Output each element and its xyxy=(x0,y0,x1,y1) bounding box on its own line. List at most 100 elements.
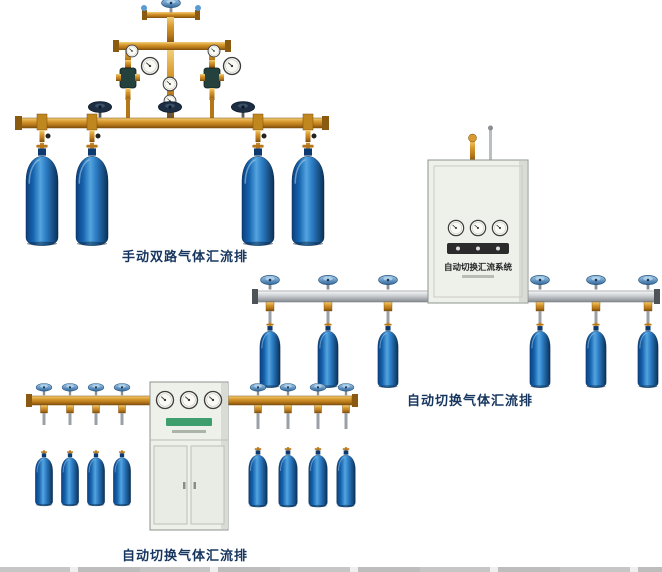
cabinet-side-shade xyxy=(519,161,527,302)
header-pipe xyxy=(118,42,226,50)
pipe-end-cap xyxy=(225,40,231,52)
hex-fitting xyxy=(118,404,126,414)
pipe-end-cap xyxy=(142,10,147,20)
drop-pipe xyxy=(89,130,95,142)
product-auto-switch-floor-manifold xyxy=(26,381,358,531)
drop-pipe xyxy=(255,130,261,142)
pressure-regulator xyxy=(115,59,141,101)
hex-fitting xyxy=(314,404,322,414)
valve-knob xyxy=(61,383,79,396)
cabinet-label-line xyxy=(172,430,206,433)
cabinet-door-right xyxy=(190,445,225,525)
pressure-gauge xyxy=(155,390,175,410)
pressure-gauge xyxy=(207,44,221,58)
gas-cylinder xyxy=(637,322,659,388)
indicator-knob xyxy=(456,246,460,251)
gas-cylinder xyxy=(335,446,357,508)
drop-pipe xyxy=(646,311,650,324)
drop-pipe xyxy=(120,413,124,425)
cabinet-top-pipe xyxy=(489,130,492,162)
pressure-gauge xyxy=(222,56,242,76)
gas-cylinder xyxy=(34,449,54,507)
drop-pipe xyxy=(125,50,131,64)
pipe-end-cap xyxy=(195,10,200,20)
gas-cylinder xyxy=(529,322,551,388)
cabinet-panel-border xyxy=(433,165,523,298)
pipe-end-cap xyxy=(252,289,258,304)
valve-knob xyxy=(249,383,267,396)
hex-fitting xyxy=(383,301,393,312)
drop-pipe xyxy=(268,311,272,324)
main-manifold-pipe xyxy=(19,117,325,129)
pipe-end-cap xyxy=(26,394,32,407)
connector-pipe xyxy=(210,98,214,118)
hex-fitting xyxy=(323,301,333,312)
valve-knob xyxy=(309,383,327,396)
hex-fitting xyxy=(591,301,601,312)
pressure-gauge xyxy=(203,390,223,410)
hex-fitting xyxy=(302,113,314,131)
cabinet-door-left xyxy=(153,445,188,525)
pipe-end-cap xyxy=(15,116,22,130)
hex-fitting xyxy=(643,301,653,312)
indicator-knob xyxy=(476,246,480,251)
hex-fitting xyxy=(66,404,74,414)
drop-pipe xyxy=(344,413,348,429)
drop-pipe xyxy=(94,413,98,425)
pipe-end-cap xyxy=(654,289,660,304)
page-bottom-strip xyxy=(0,567,662,572)
hex-fitting xyxy=(342,404,350,414)
drop-pipe xyxy=(305,130,311,142)
gas-cylinder xyxy=(25,142,59,246)
valve-handwheel xyxy=(157,101,183,118)
valve-knob xyxy=(337,383,355,396)
riser-pipe xyxy=(167,17,174,44)
cabinet-green-label xyxy=(166,418,212,426)
valve-knob xyxy=(161,0,181,13)
pipe-fitting xyxy=(488,125,493,131)
pressure-gauge xyxy=(447,219,465,237)
pipe-end-cap xyxy=(113,40,119,52)
drop-pipe xyxy=(286,413,290,429)
drop-pipe xyxy=(386,311,390,324)
valve-knob xyxy=(260,274,280,290)
pressure-gauge xyxy=(469,219,487,237)
valve-knob xyxy=(195,5,201,11)
valve-knob xyxy=(468,133,477,143)
pressure-gauge xyxy=(125,44,139,58)
gas-cylinder xyxy=(377,322,399,388)
valve-lever xyxy=(311,133,317,139)
hex-fitting xyxy=(254,404,262,414)
pressure-gauge xyxy=(162,76,178,92)
gas-cylinder xyxy=(317,322,339,388)
hex-fitting xyxy=(86,113,98,131)
pressure-gauge xyxy=(179,390,199,410)
hex-fitting xyxy=(36,113,48,131)
hex-fitting xyxy=(535,301,545,312)
valve-knob xyxy=(35,383,53,396)
valve-lever xyxy=(45,133,51,139)
gas-cylinder xyxy=(241,142,275,246)
valve-lever xyxy=(95,133,101,139)
gas-cylinder xyxy=(86,449,106,507)
hex-fitting xyxy=(40,404,48,414)
valve-knob xyxy=(586,274,606,290)
caption-auto-switch-floor-manifold: 自动切换气体汇流排 xyxy=(121,548,248,563)
gas-cylinder xyxy=(307,446,329,508)
valve-knob xyxy=(279,383,297,396)
top-tee-pipe xyxy=(146,12,196,18)
valve-knob xyxy=(318,274,338,290)
product-auto-switch-wall-manifold: 自动切换汇流系统 xyxy=(252,125,660,388)
valve-handwheel xyxy=(230,101,256,118)
valve-knob xyxy=(530,274,550,290)
gas-cylinder xyxy=(112,449,132,507)
door-handle xyxy=(193,482,196,489)
valve-knob xyxy=(87,383,105,396)
gas-cylinder xyxy=(60,449,80,507)
drop-pipe xyxy=(42,413,46,425)
hex-fitting xyxy=(284,404,292,414)
valve-knob xyxy=(113,383,131,396)
pipe-end-cap xyxy=(322,116,329,130)
hex-fitting xyxy=(92,404,100,414)
